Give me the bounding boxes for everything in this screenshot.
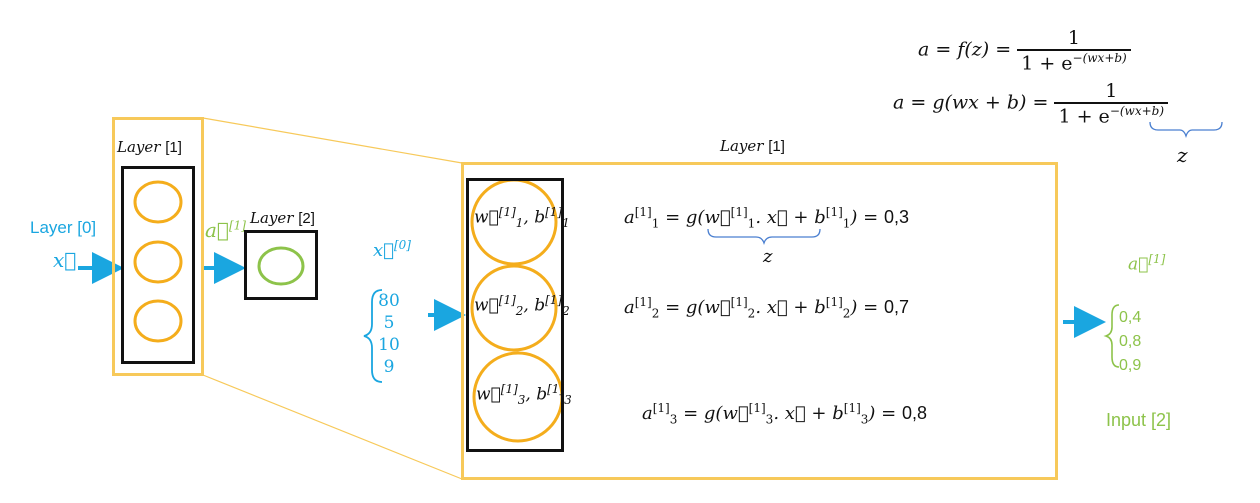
small-layer2-label: Layer [2] — [250, 209, 315, 227]
input-vector-label: x⃗ — [53, 248, 77, 272]
weight-sub: 1 — [515, 216, 524, 231]
label-index: [2] — [298, 210, 315, 227]
activation-result: 0,8 — [901, 403, 927, 423]
eq-sup: [1] — [843, 401, 861, 415]
vector-superscript: [0] — [393, 238, 411, 252]
weight-symbol: w⃗ — [476, 384, 501, 405]
weight-symbol: w⃗ — [474, 207, 499, 228]
eq-sub: 3 — [765, 412, 774, 427]
neuron-params: w⃗[1]3, b[1]3 — [476, 382, 572, 408]
bias-symbol: b — [534, 207, 546, 228]
eq-sup: [1] — [730, 205, 748, 219]
vector-superscript: [1] — [228, 218, 246, 233]
activation-equation: a[1]2 = g(w⃗[1]2. x⃗ + b[1]2) = 0,7 — [624, 295, 909, 321]
vector-symbol: x⃗ — [373, 240, 394, 261]
eq-sub: 3 — [669, 412, 678, 427]
small-layer1-box — [121, 166, 195, 364]
eq-sup: [1] — [825, 295, 843, 309]
weight-symbol: w⃗ — [474, 295, 499, 316]
eq-sub: 2 — [747, 306, 756, 321]
formula-lhs: a = g(wx + b) = — [893, 91, 1049, 114]
output-values: 0,4 0,8 0,9 — [1119, 306, 1141, 378]
formula-fraction: 1 1 + e−(wx+b) — [1054, 80, 1169, 128]
activation-result: 0,3 — [883, 207, 909, 227]
vector-superscript: [1] — [1148, 252, 1166, 266]
formula-lhs: a = f(z) = — [918, 38, 1012, 61]
formula-fraction: 1 1 + e−(wx+b) — [1017, 27, 1131, 74]
weight-sub: 2 — [515, 304, 524, 319]
input-layer-label: Layer [0] — [30, 218, 97, 237]
eq-sup: [1] — [634, 205, 652, 219]
small-layer2-box — [244, 230, 318, 300]
input-values: 80 5 10 9 — [377, 290, 401, 378]
eq-sub: 2 — [651, 306, 660, 321]
formula-sigmoid-z: a = f(z) = 1 1 + e−(wx+b) — [918, 27, 1131, 74]
eq-sup: [1] — [634, 295, 652, 309]
bias-sup: [1] — [545, 293, 563, 307]
formula-numerator: 1 — [1067, 27, 1081, 49]
next-input-label: Input [2] — [1106, 410, 1172, 430]
title-index: [1] — [768, 138, 785, 155]
weight-sup: [1] — [498, 293, 516, 307]
label-index: [1] — [165, 139, 182, 156]
input-value: 80 — [378, 291, 400, 311]
eq-sup: [1] — [652, 401, 670, 415]
input-value: 9 — [383, 357, 395, 377]
label-word: Layer — [250, 209, 294, 227]
title-word: Layer — [720, 137, 764, 155]
eq-sub: 3 — [860, 412, 869, 427]
output-value: 0,9 — [1119, 357, 1142, 374]
detail-output-vector: a⃗[1] — [1128, 252, 1165, 275]
eq-sup: [1] — [748, 401, 766, 415]
eq-sub: 1 — [747, 216, 756, 231]
small-output-vector: a⃗[1] — [205, 218, 246, 242]
formula-denominator: 1 + e−(wx+b) — [1017, 49, 1131, 74]
bias-sup: [1] — [547, 382, 565, 396]
formula-denominator: 1 + e−(wx+b) — [1054, 102, 1169, 128]
formula-sigmoid-wxb: a = g(wx + b) = 1 1 + e−(wx+b) — [893, 80, 1169, 128]
output-value: 0,8 — [1119, 333, 1142, 350]
neuron-params: w⃗[1]1, b[1]1 — [474, 205, 570, 231]
activation-result: 0,7 — [883, 297, 909, 317]
eq1-z-label: z — [763, 246, 773, 267]
formula-numerator: 1 — [1105, 80, 1118, 102]
eq-sub: 1 — [842, 216, 851, 231]
input-value: 10 — [378, 335, 400, 355]
vector-symbol: a⃗ — [205, 218, 229, 242]
detail-title: Layer [1] — [720, 137, 785, 155]
denominator-exponent: −(wx+b) — [1072, 51, 1127, 65]
denominator-base: 1 + e — [1021, 52, 1073, 75]
input-value: 5 — [383, 313, 395, 333]
bias-sup: [1] — [545, 205, 563, 219]
eq-sub: 2 — [842, 306, 851, 321]
weight-sup: [1] — [498, 205, 516, 219]
denominator-base: 1 + e — [1058, 105, 1110, 128]
detail-layer-frame — [461, 162, 1058, 480]
bias-sub: 1 — [562, 216, 570, 231]
vector-symbol: a⃗ — [1128, 254, 1149, 275]
eq-sub: 1 — [651, 216, 660, 231]
weight-sub: 3 — [517, 393, 526, 408]
output-value: 0,4 — [1119, 309, 1142, 326]
zoom-line-bottom — [202, 374, 463, 480]
zoom-line-top — [202, 117, 463, 164]
bias-symbol: b — [536, 384, 548, 405]
detail-neuron-column — [466, 178, 564, 452]
eq-sup: [1] — [825, 205, 843, 219]
eq-sup: [1] — [730, 295, 748, 309]
neuron-params: w⃗[1]2, b[1]2 — [474, 293, 570, 319]
weight-sup: [1] — [500, 382, 518, 396]
bias-sub: 2 — [562, 304, 570, 319]
bias-sub: 3 — [564, 393, 572, 408]
detail-input-vector: x⃗[0] — [373, 238, 411, 261]
small-layer1-zoom-frame — [112, 117, 204, 376]
small-layer1-label: Layer [1] — [117, 138, 182, 156]
output-values-brace — [1103, 304, 1120, 368]
formula-z-label: z — [1177, 143, 1188, 167]
denominator-exponent: −(wx+b) — [1109, 104, 1165, 118]
bias-symbol: b — [534, 295, 546, 316]
activation-equation: a[1]3 = g(w⃗[1]3. x⃗ + b[1]3) = 0,8 — [642, 401, 927, 427]
label-word: Layer — [117, 138, 161, 156]
activation-equation: a[1]1 = g(w⃗[1]1. x⃗ + b[1]1) = 0,3 — [624, 205, 909, 231]
